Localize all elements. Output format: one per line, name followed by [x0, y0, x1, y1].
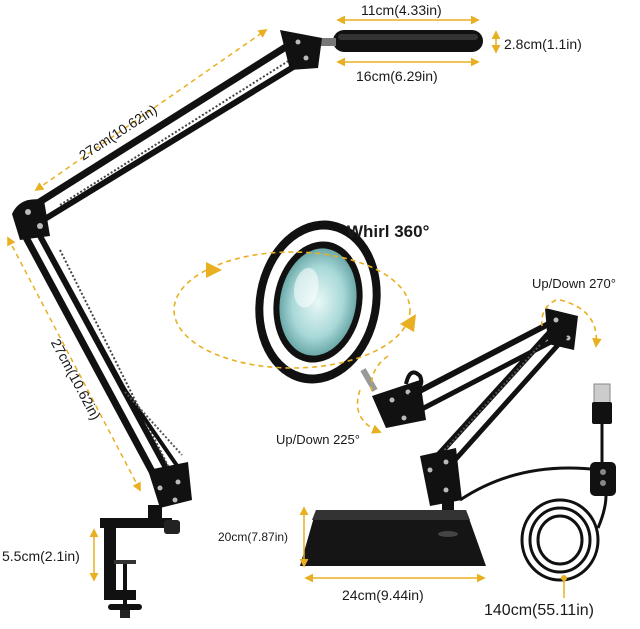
base-arms	[408, 308, 578, 534]
lower-arm	[18, 228, 183, 492]
elbow-joint	[12, 199, 50, 240]
ring-inner-width-label: 11cm(4.33in)	[361, 2, 442, 18]
clamp-opening-label: 5.5cm(2.1in)	[2, 548, 80, 564]
base-height-label: 20cm(7.87in)	[218, 530, 289, 544]
whirl-label: Whirl 360°	[347, 222, 430, 241]
dimension-arrows-left	[7, 15, 501, 582]
magnifier-head-side	[318, 30, 483, 52]
ring-thickness-label: 2.8cm(1.1in)	[504, 36, 582, 52]
clamp-lamp	[7, 15, 501, 618]
magnifier-head-front	[255, 220, 381, 384]
head-joint	[372, 370, 426, 428]
dimmer-switch	[590, 462, 616, 496]
usb-cable	[459, 420, 608, 582]
base-width-label: 24cm(9.44in)	[342, 587, 424, 603]
desk-clamp	[100, 505, 180, 618]
rotation-indicators	[173, 251, 602, 434]
dimension-arrows-right	[299, 506, 486, 583]
upper-arm	[28, 30, 322, 225]
base-lamp	[173, 220, 616, 598]
ring-outer-width-label: 16cm(6.29in)	[356, 68, 438, 84]
arm-tilt-label: Up/Down 270°	[532, 276, 616, 291]
head-tilt-label: Up/Down 225°	[276, 432, 360, 447]
cable-length-label: 140cm(55.11in)	[484, 602, 594, 619]
lower-joint	[148, 462, 192, 508]
usb-plug	[592, 383, 612, 424]
weighted-base	[300, 510, 486, 566]
